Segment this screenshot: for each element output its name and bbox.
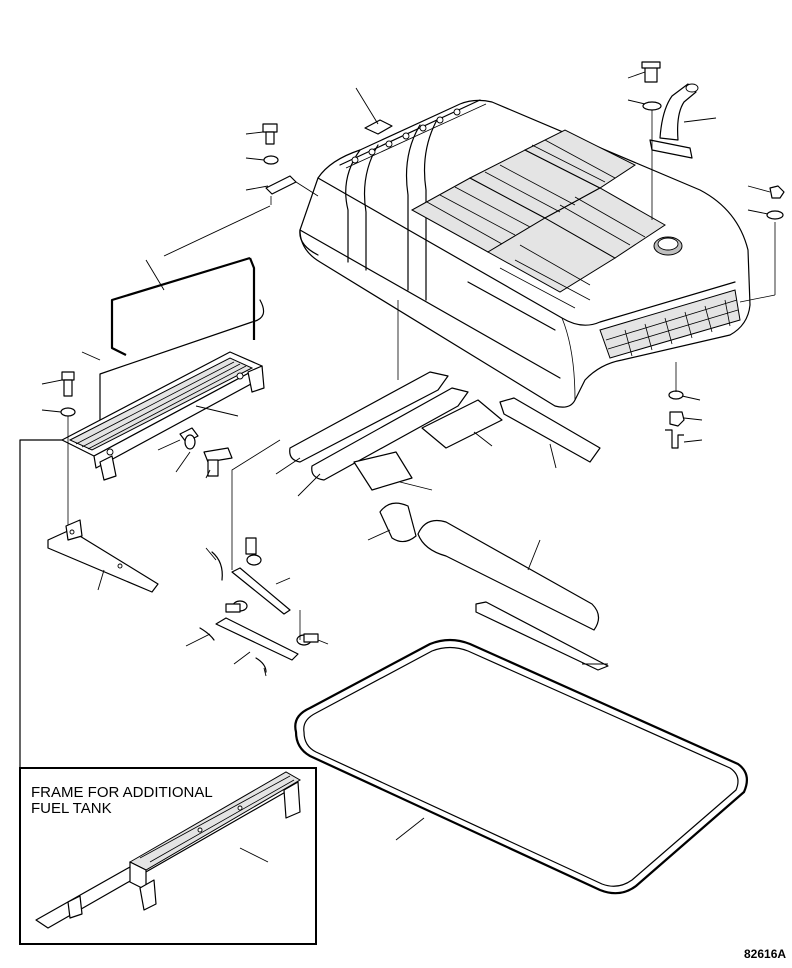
lower-bracket xyxy=(47,416,159,593)
filler-neck-assembly xyxy=(627,61,717,220)
inset-caption: FRAME FOR ADDITIONAL FUEL TANK xyxy=(31,785,213,817)
inset-caption-line-1: FRAME FOR ADDITIONAL xyxy=(31,784,213,801)
inset-box xyxy=(19,767,317,945)
top-clip-bracket xyxy=(355,87,393,135)
fuel-tank xyxy=(299,99,751,408)
tank-seal-ring xyxy=(294,638,749,895)
tank-hanger-rod xyxy=(81,205,271,421)
strap-clamps xyxy=(185,300,399,677)
drawing-code: 82616A xyxy=(744,947,787,961)
right-fasteners xyxy=(665,185,785,449)
left-top-fasteners xyxy=(245,123,319,205)
tank-pads xyxy=(275,371,601,497)
mounting-frame xyxy=(41,351,265,481)
tank-rim-holes xyxy=(351,108,461,164)
insulator-pieces xyxy=(367,502,609,671)
inset-caption-line-2: FUEL TANK xyxy=(31,800,112,817)
